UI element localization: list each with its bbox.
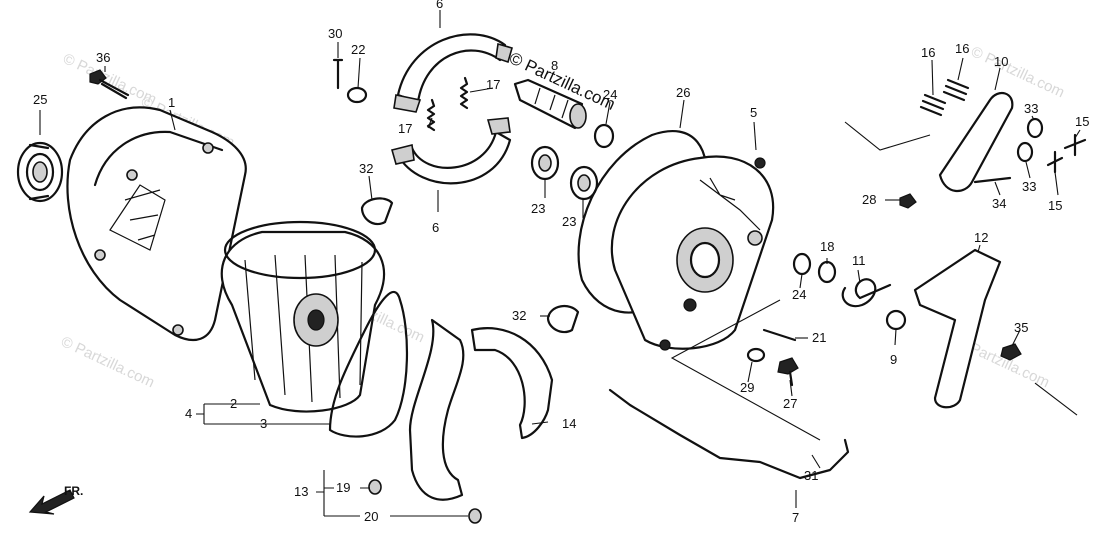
part-nut-28	[899, 193, 917, 209]
callout-5: 5	[750, 105, 757, 120]
callout-24-lower: 24	[792, 287, 806, 302]
part-wing-nut-lower	[1046, 150, 1064, 174]
part-bearing-right	[569, 165, 599, 201]
part-spring-11	[841, 278, 892, 308]
part-gasket	[577, 129, 708, 314]
part-bolt-35	[1000, 343, 1022, 361]
callout-11: 11	[852, 253, 866, 268]
callout-32-upper: 32	[359, 161, 373, 176]
callout-21: 21	[812, 330, 826, 345]
callout-17-upper: 17	[486, 77, 500, 92]
part-bolt-19	[368, 479, 382, 495]
part-bolt-27	[777, 357, 799, 387]
part-skid-plate	[408, 318, 465, 501]
callout-33-upper: 33	[1024, 101, 1038, 116]
part-mounting-plate	[913, 248, 1002, 409]
callout-20: 20	[364, 509, 378, 524]
part-wing-nut-upper	[1063, 133, 1087, 157]
callout-28: 28	[862, 192, 876, 207]
callout-4: 4	[185, 406, 192, 421]
callout-29: 29	[740, 380, 754, 395]
part-guard-14	[470, 327, 554, 440]
callout-6-top: 6	[436, 0, 443, 11]
callout-22: 22	[351, 42, 365, 57]
callout-8: 8	[551, 58, 558, 73]
callout-16-right: 16	[955, 41, 969, 56]
part-collar-33-upper	[1026, 117, 1044, 139]
part-washer-18	[817, 260, 837, 284]
part-seal-24-lower	[792, 252, 812, 276]
part-clip-lower	[546, 304, 580, 334]
part-pin	[332, 58, 344, 90]
part-brake-housing	[66, 106, 247, 342]
part-washer-29	[746, 347, 766, 363]
callout-6-bottom: 6	[432, 220, 439, 235]
part-bolt-36	[89, 69, 130, 100]
part-brake-arm	[938, 91, 1014, 192]
part-spring-16-lower	[919, 93, 947, 117]
callout-34: 34	[992, 196, 1006, 211]
callout-9: 9	[890, 352, 897, 367]
callout-14: 14	[562, 416, 576, 431]
callout-23-right: 23	[562, 214, 576, 229]
callout-25: 25	[33, 92, 47, 107]
callout-3: 3	[260, 416, 267, 431]
part-brake-panel	[610, 155, 775, 351]
callout-13: 13	[294, 484, 308, 499]
front-direction-arrow: FR.	[28, 484, 83, 515]
part-brake-drum	[220, 220, 385, 413]
part-collar-33-lower	[1016, 141, 1034, 163]
callout-12: 12	[974, 230, 988, 245]
part-seal-24-upper	[593, 123, 615, 149]
callout-36: 36	[96, 50, 110, 65]
part-washer-9	[885, 309, 907, 331]
watermark-faint: © Partzilla.com	[58, 333, 157, 391]
part-bearing-left	[530, 145, 560, 181]
callout-7: 7	[792, 510, 799, 525]
callout-27: 27	[783, 396, 797, 411]
front-direction-label: FR.	[64, 484, 83, 498]
callout-19: 19	[336, 480, 350, 495]
part-bolt-34	[973, 176, 1012, 184]
assembly-lines	[670, 121, 1078, 441]
callout-leaders	[39, 10, 1081, 517]
callout-32-lower: 32	[512, 308, 526, 323]
part-brake-cable	[608, 388, 850, 480]
part-spring-16-upper	[942, 78, 970, 102]
callout-2: 2	[230, 396, 237, 411]
watermark-faint: © Partzilla.com	[968, 43, 1067, 101]
part-clip-upper	[360, 197, 394, 226]
part-washer-22	[346, 86, 368, 104]
callout-30: 30	[328, 26, 342, 41]
callout-18: 18	[820, 239, 834, 254]
callout-numbers: 1 2 3 4 5 6 6 7 8 9 10 11 12 13 14 15 15…	[33, 0, 1089, 525]
part-bolt-20	[468, 508, 482, 524]
callout-16-left: 16	[921, 45, 935, 60]
part-brake-shoe-lower	[391, 117, 512, 185]
callout-1: 1	[168, 95, 175, 110]
callout-35: 35	[1014, 320, 1028, 335]
part-camshaft	[513, 78, 587, 130]
callout-15-bottom: 15	[1048, 198, 1062, 213]
part-return-spring-right	[459, 76, 469, 110]
callout-31: 31	[804, 468, 818, 483]
callout-23-left: 23	[531, 201, 545, 216]
part-stud-21	[762, 328, 797, 342]
callout-26: 26	[676, 85, 690, 100]
callout-15-top: 15	[1075, 114, 1089, 129]
callout-17-lower: 17	[398, 121, 412, 136]
callout-10: 10	[994, 54, 1008, 69]
callout-33-lower: 33	[1022, 179, 1036, 194]
part-oil-seal	[16, 141, 64, 203]
part-brake-shoe-upper	[393, 33, 513, 113]
callout-24-upper: 24	[603, 87, 617, 102]
part-o-ring	[328, 291, 409, 438]
